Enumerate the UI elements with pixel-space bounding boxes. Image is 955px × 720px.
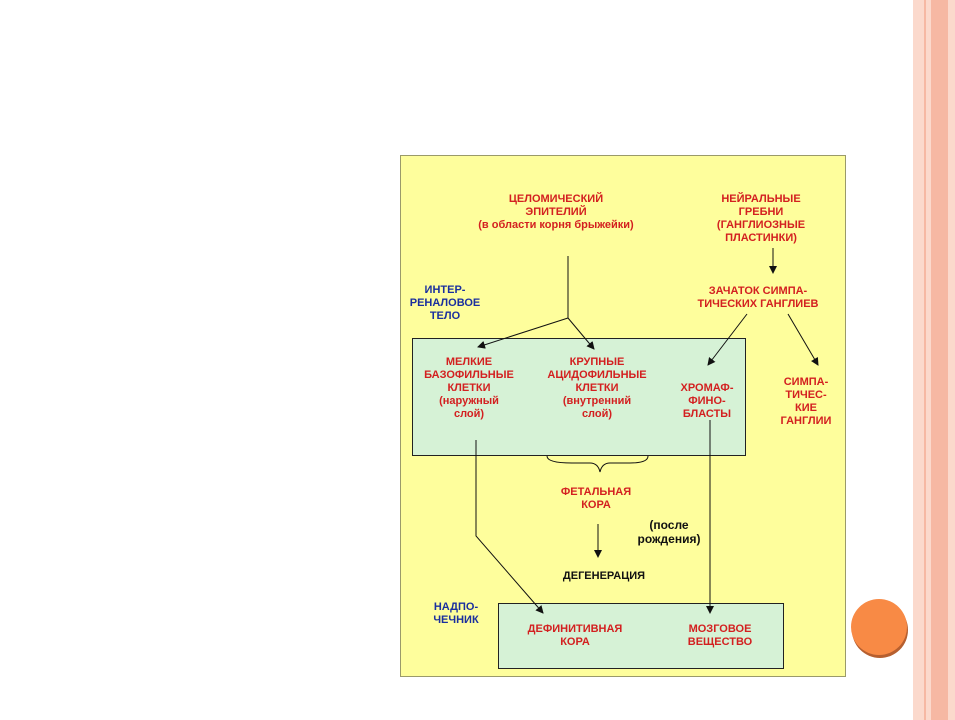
label-after-birth: (после рождения) — [637, 518, 701, 546]
fetal-cortex-brace — [546, 455, 649, 473]
arrow-to-sympathetic-ganglia — [787, 313, 819, 366]
arrow-to-definitive-cortex — [475, 440, 544, 614]
label-interrenal-body: ИНТЕР- РЕНАЛОВОЕ ТЕЛО — [409, 284, 481, 322]
accent-circle — [851, 599, 907, 655]
label-large-acidophilic-cells: КРУПНЫЕ АЦИДОФИЛЬНЫЕ КЛЕТКИ (внутренний … — [547, 356, 647, 420]
label-degeneration: ДЕГЕНЕРАЦИЯ — [562, 570, 646, 582]
label-sympathetic-primordium: ЗАЧАТОК СИМПА- ТИЧЕСКИХ ГАНГЛИЕВ — [697, 285, 819, 310]
label-adrenal-gland: НАДПО- ЧЕЧНИК — [433, 601, 479, 626]
label-sympathetic-ganglia: СИМПА- ТИЧЕС- КИЕ ГАНГЛИИ — [780, 376, 832, 427]
arrow-to-large-cells — [567, 317, 595, 350]
decor-stripe-edge — [948, 0, 955, 720]
label-small-basophilic-cells: МЕЛКИЕ БАЗОФИЛЬНЫЕ КЛЕТКИ (наружный слой… — [424, 356, 514, 420]
label-coelomic-epithelium: ЦЕЛОМИЧЕСКИЙ ЭПИТЕЛИЙ (в области корня б… — [478, 193, 634, 231]
arrow-to-chromaffinoblasts — [707, 313, 748, 366]
label-neural-crests: НЕЙРАЛЬНЫЕ ГРЕБНИ (ГАНГЛИОЗНЫЕ ПЛАСТИНКИ… — [716, 193, 806, 244]
arrow-to-small-cells — [477, 317, 569, 349]
label-fetal-cortex: ФЕТАЛЬНАЯ КОРА — [560, 486, 632, 511]
label-medulla: МОЗГОВОЕ ВЕЩЕСТВО — [687, 623, 753, 648]
embryonic-stage-box — [412, 338, 746, 456]
adrenal-gland-box — [498, 603, 784, 669]
decor-stripe-line — [924, 0, 926, 720]
label-definitive-cortex: ДЕФИНИТИВНАЯ КОРА — [527, 623, 623, 648]
label-chromaffinoblasts: ХРОМАФ- ФИНО- БЛАСТЫ — [680, 382, 734, 420]
